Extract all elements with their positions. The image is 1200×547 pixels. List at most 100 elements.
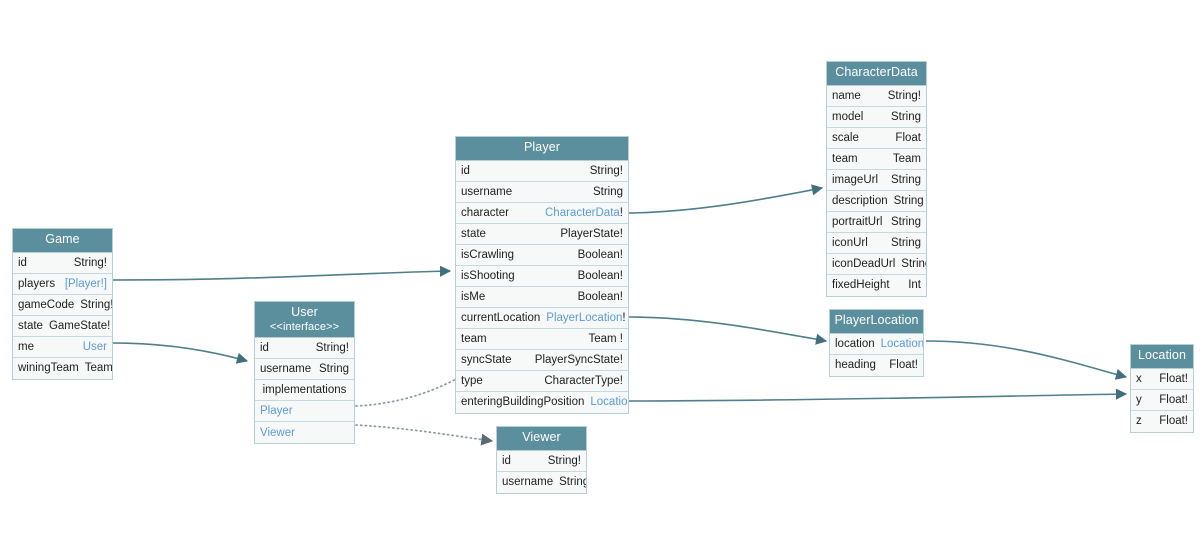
field-name: description: [832, 194, 888, 207]
implementation-item-viewer[interactable]: Viewer: [255, 422, 354, 444]
field-type: Team: [84, 362, 112, 375]
field-row[interactable]: id String!: [497, 450, 586, 472]
field-type: String: [890, 236, 921, 249]
implementation-name: Viewer: [260, 426, 295, 439]
entity-playerlocation[interactable]: PlayerLocation location Location! headin…: [829, 309, 924, 377]
entity-player-name: Player: [523, 140, 561, 154]
field-type-ref[interactable]: Location: [880, 337, 923, 350]
field-type-ref[interactable]: PlayerLocation: [546, 311, 623, 324]
field-row[interactable]: type CharacterType!: [456, 370, 628, 392]
field-row[interactable]: model String: [827, 106, 926, 128]
field-name: gameCode: [18, 298, 75, 311]
field-name: character: [461, 206, 509, 219]
field-row[interactable]: imageUrl String: [827, 169, 926, 191]
field-row[interactable]: syncState PlayerSyncState!: [456, 349, 628, 371]
field-row[interactable]: character CharacterData!: [456, 202, 628, 224]
field-type: Float!: [1159, 415, 1188, 428]
field-type-ref[interactable]: Location: [590, 396, 628, 409]
field-row[interactable]: id String!: [13, 252, 112, 274]
field-name: winingTeam: [18, 362, 79, 375]
field-type: Boolean!: [577, 290, 623, 303]
field-row[interactable]: username String: [456, 181, 628, 203]
entity-player[interactable]: Player id String! username String charac…: [455, 136, 629, 414]
field-row[interactable]: id String!: [255, 338, 354, 360]
field-row[interactable]: name String!: [827, 85, 926, 107]
field-row[interactable]: fixedHeight Int: [827, 274, 926, 296]
field-name: isCrawling: [461, 248, 515, 261]
edge-player-character-to-characterdata: [628, 184, 824, 214]
field-name: state: [461, 227, 486, 240]
entity-location-title: Location: [1131, 345, 1193, 369]
field-row[interactable]: isMe Boolean!: [456, 286, 628, 308]
field-row[interactable]: heading Float!: [830, 354, 923, 376]
field-type: String: [890, 110, 921, 123]
entity-playerlocation-name: PlayerLocation: [834, 313, 919, 327]
field-row[interactable]: isShooting Boolean!: [456, 265, 628, 287]
field-name: enteringBuildingPosition: [461, 396, 585, 409]
field-type: Float: [895, 131, 921, 144]
field-type: PlayerSyncState!: [534, 353, 623, 366]
field-name: portraitUrl: [832, 215, 883, 228]
field-row[interactable]: currentLocation PlayerLocation!: [456, 307, 628, 329]
field-row[interactable]: iconDeadUrl String: [827, 253, 926, 275]
entity-characterdata-title: CharacterData: [827, 62, 926, 86]
field-name: username: [461, 185, 513, 198]
field-row[interactable]: players [Player!]: [13, 273, 112, 295]
field-type: Location: [590, 396, 628, 408]
field-row[interactable]: iconUrl String: [827, 232, 926, 254]
field-name: fixedHeight: [832, 279, 890, 292]
edge-user-implements-viewer: [355, 424, 494, 446]
field-row[interactable]: description String: [827, 190, 926, 212]
field-name: state: [18, 319, 43, 332]
field-name: scale: [832, 131, 859, 144]
field-type-ref[interactable]: CharacterData: [545, 206, 620, 219]
field-row[interactable]: y Float!: [1131, 389, 1193, 411]
field-row[interactable]: username String: [497, 471, 586, 493]
field-type-bang: !: [622, 311, 626, 324]
field-type: String!: [589, 164, 623, 177]
entity-user-stereotype: <<interface>>: [269, 320, 340, 333]
edge-user-implements-player: [355, 370, 472, 407]
entity-user[interactable]: User <<interface>> id String! username S…: [254, 301, 355, 445]
field-name: players: [18, 277, 56, 290]
field-row[interactable]: me User: [13, 336, 112, 358]
field-row[interactable]: portraitUrl String: [827, 211, 926, 233]
entity-viewer[interactable]: Viewer id String! username String: [496, 426, 587, 494]
field-type: [Player!]: [65, 278, 107, 290]
entity-location[interactable]: Location x Float! y Float! z Float!: [1130, 344, 1194, 433]
field-row[interactable]: z Float!: [1131, 410, 1193, 432]
field-row[interactable]: team Team: [827, 148, 926, 170]
implementations-label: implementations: [262, 384, 347, 397]
field-name: id: [18, 256, 27, 269]
field-row[interactable]: winingTeam Team: [13, 357, 112, 379]
implementation-item-player[interactable]: Player: [255, 401, 354, 423]
field-type-ref[interactable]: User: [82, 340, 107, 353]
entity-characterdata[interactable]: CharacterData name String! model String …: [826, 61, 927, 297]
field-row[interactable]: state GameState!: [13, 315, 112, 337]
field-type: Float!: [1159, 393, 1188, 406]
field-type: String: [890, 215, 921, 228]
field-name: y: [1136, 393, 1142, 406]
field-row[interactable]: gameCode String!: [13, 294, 112, 316]
edge-playerlocation-location-to-location: [925, 340, 1128, 380]
field-name: imageUrl: [832, 173, 879, 186]
field-row[interactable]: isCrawling Boolean!: [456, 244, 628, 266]
field-type: String: [318, 363, 349, 376]
field-type-ref[interactable]: [Player!]: [64, 277, 107, 290]
field-type: Location!: [881, 338, 923, 350]
field-type: Boolean!: [577, 248, 623, 261]
field-row[interactable]: scale Float: [827, 127, 926, 149]
field-row[interactable]: x Float!: [1131, 368, 1193, 390]
edge-player-enteringbuildingposition-to-location: [628, 388, 1128, 402]
field-row[interactable]: team Team !: [456, 328, 628, 350]
field-type: String: [901, 257, 926, 270]
field-name: name: [832, 89, 861, 102]
field-row[interactable]: username String: [255, 359, 354, 381]
field-row[interactable]: id String!: [456, 160, 628, 182]
field-row[interactable]: state PlayerState!: [456, 223, 628, 245]
field-row[interactable]: enteringBuildingPosition Location: [456, 391, 628, 413]
field-row[interactable]: location Location!: [830, 333, 923, 355]
entity-game[interactable]: Game id String! players [Player!] gameCo…: [12, 228, 113, 380]
entity-playerlocation-title: PlayerLocation: [830, 310, 923, 334]
